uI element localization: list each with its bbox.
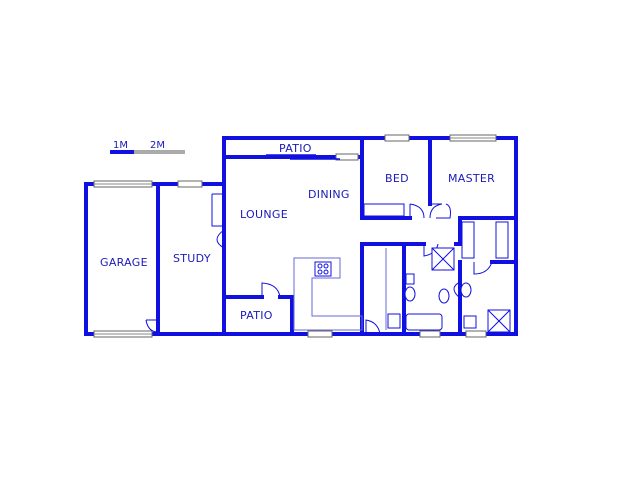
windows	[93, 134, 497, 338]
door-passage	[365, 319, 381, 335]
doors	[145, 193, 493, 335]
main-outline	[222, 136, 518, 336]
label-master: MASTER	[448, 172, 495, 185]
room-labels: PATIO BED MASTER DINING LOUNGE GARAGE ST…	[100, 142, 495, 322]
toilet-icon-2	[438, 288, 450, 304]
ensuite-toilet-icon	[460, 282, 472, 298]
sink-icon	[387, 313, 401, 329]
sliding-door-patio	[266, 154, 340, 160]
window-study	[177, 180, 203, 188]
label-patio-bottom: PATIO	[240, 309, 273, 322]
bed-left-wall	[360, 136, 412, 220]
small-patio-wall-b	[278, 295, 294, 336]
bed-cupboard	[363, 203, 405, 217]
scale-label-1m: 1M	[113, 140, 128, 151]
kitchen-counter	[293, 248, 401, 331]
label-bed: BED	[385, 172, 409, 185]
window-ensuite	[465, 330, 487, 338]
door-ensuite	[473, 261, 493, 275]
bath-icon	[405, 313, 443, 331]
label-patio-top: PATIO	[279, 142, 312, 155]
scale-bar: 1M 2M	[110, 140, 185, 154]
cupboards	[363, 203, 509, 259]
ensuite-basin-icon	[463, 315, 477, 329]
master-cupboard-b	[495, 221, 509, 259]
bathroom-fixtures	[404, 247, 511, 333]
door-ensuite-side	[453, 281, 461, 299]
basin-icon	[405, 273, 415, 285]
door-garage	[145, 319, 159, 333]
door-master	[429, 203, 451, 219]
label-study: STUDY	[173, 252, 211, 265]
stove-icon	[314, 261, 332, 277]
counter-outline	[293, 257, 363, 331]
door-study-arc	[216, 229, 225, 249]
door-bed	[409, 203, 425, 219]
bath-top-wall-b	[454, 216, 462, 246]
label-dining: DINING	[308, 188, 350, 201]
scale-label-2m: 2M	[150, 140, 165, 151]
door-study	[211, 193, 224, 227]
label-lounge: LOUNGE	[240, 208, 288, 221]
label-garage: GARAGE	[100, 256, 148, 269]
window-bath	[419, 330, 441, 338]
window-dining	[335, 153, 359, 161]
window-kitchen	[307, 330, 333, 338]
window-bed	[384, 134, 410, 142]
door-small-patio	[261, 282, 281, 298]
toilet-icon	[404, 286, 416, 302]
master-cupboard-a	[461, 221, 475, 259]
walls	[84, 136, 518, 336]
